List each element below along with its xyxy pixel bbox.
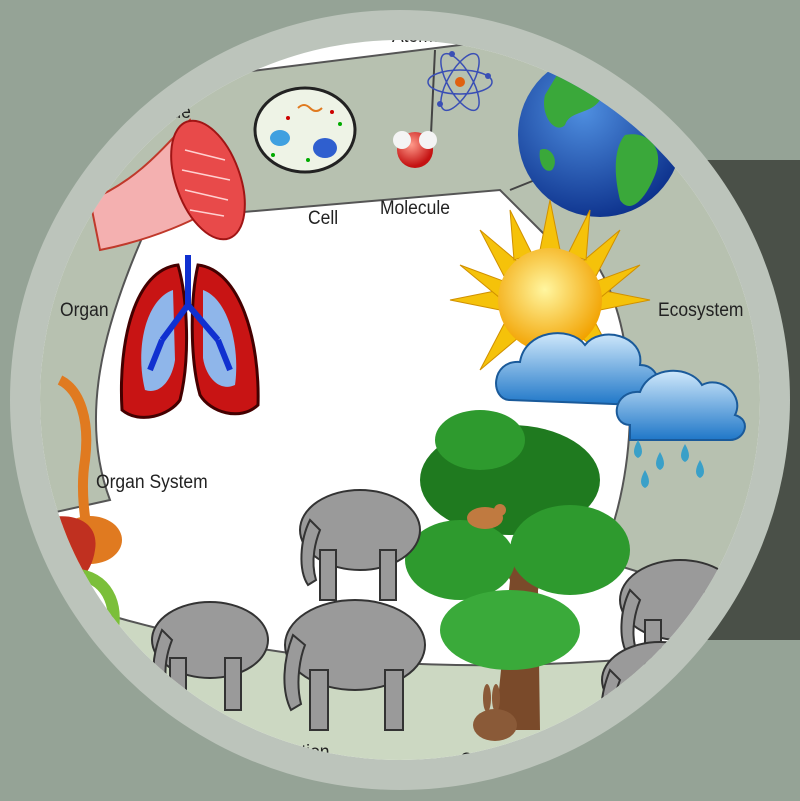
cell-icon	[255, 88, 355, 172]
label-population: ulation	[278, 742, 330, 760]
lungs-icon	[121, 255, 258, 417]
levels-of-organization-diagram: Atoms issue Cell Molecule Organ Organ Sy…	[40, 40, 760, 760]
label-cell: Cell	[308, 208, 338, 230]
label-community: Commu	[460, 750, 521, 760]
label-molecule: Molecule	[380, 198, 450, 220]
diagram-canvas	[40, 40, 760, 760]
label-organ-system: Organ System	[96, 472, 208, 494]
label-tissue: issue	[150, 102, 191, 124]
label-ecosystem: Ecosystem	[658, 300, 743, 322]
label-atoms: Atoms	[392, 40, 442, 48]
label-organ: Organ	[60, 300, 109, 322]
globe-icon	[518, 53, 682, 217]
